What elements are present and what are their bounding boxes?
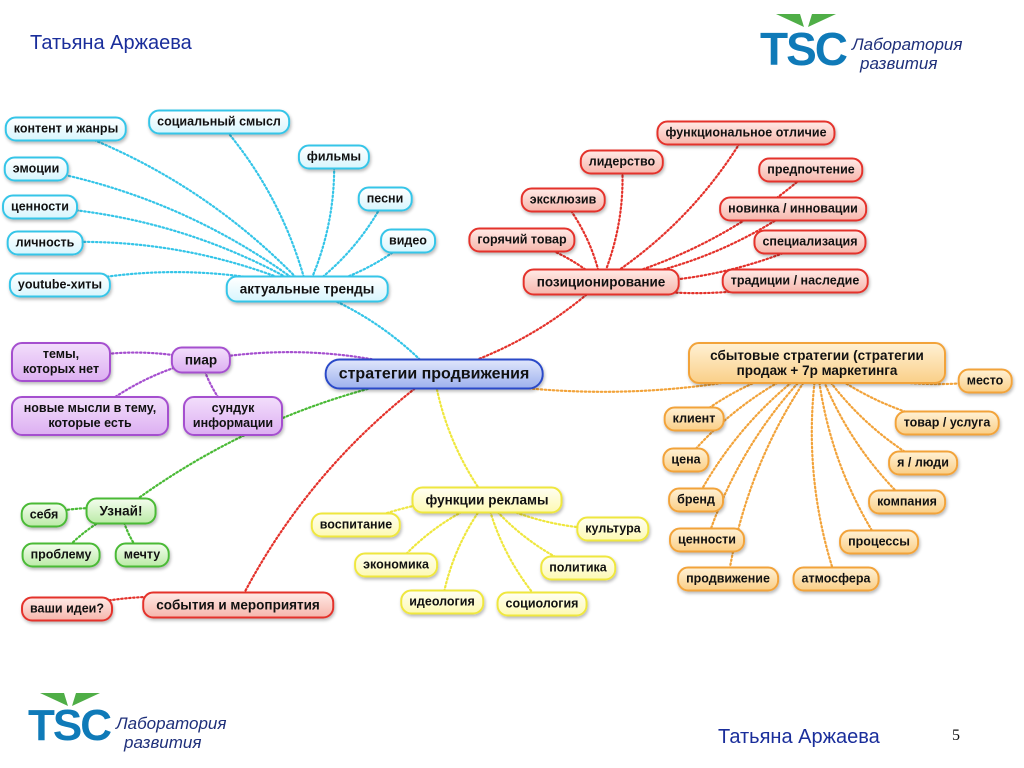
connector-hub-learn [119,372,436,513]
trend-personality: личность [6,230,84,256]
sales-promotion: продвижение [677,566,779,592]
sales-place: место [957,368,1013,394]
learn-problem: проблему [21,542,101,568]
connector-hub-events [236,372,436,607]
ad-politics: политика [540,555,616,581]
connector-hub-advertising-functions [432,372,489,502]
hub-pr: пиар [170,346,232,374]
connector-trend-social-meaning [217,120,309,291]
trend-values: ценности [2,194,78,220]
connector-sales-processes [815,361,881,544]
hub-trends: актуальные тренды [225,275,389,303]
logo-mark: TSC [28,701,112,750]
sales-values: ценности [669,527,745,553]
trend-songs: песни [357,186,413,212]
leaf-icon [40,693,100,706]
connector-ad-sociology [485,498,544,606]
learn-dream: мечту [114,542,170,568]
leaf-icon [776,14,836,27]
pr-new-thoughts: новые мысли в тему, которые есть [11,396,169,436]
pos-hot-product: горячий товар [468,227,576,253]
connector-sales-atmosphere [810,361,838,581]
logo-line2: развития [124,733,202,752]
trend-video: видео [380,228,436,254]
trend-youtube-hits: youtube-хиты [8,272,112,298]
logo-mark: TSC [760,23,848,75]
pos-tradition: традиции / наследие [721,268,869,294]
ad-economy: экономика [354,552,438,578]
trend-content-genres: контент и жанры [4,116,128,142]
connector-ad-ideology [440,498,489,604]
pos-preference: предпочтение [758,157,864,183]
pr-info-chest: сундук информации [183,396,283,436]
sales-processes: процессы [839,529,919,555]
connector-pos-leadership [599,160,624,284]
hub-positioning: позиционирование [522,268,680,296]
learn-yourself: себя [20,502,68,528]
connector-sales-values [705,361,819,542]
pos-specialization: специализация [753,229,867,255]
sales-client: клиент [663,406,725,432]
root-node: стратегии продвижения [324,358,544,390]
footer-author: Татьяна Аржаева [718,726,880,748]
logo-top: TSC Лаборатория развития [760,14,990,78]
hub-advertising-functions: функции рекламы [411,486,563,514]
hub-learn: Узнай! [85,497,157,525]
pos-leadership: лидерство [579,149,665,175]
sales-company: компания [868,489,946,515]
connector-trend-content-genres [64,127,309,291]
pos-exclusive: эксклюзив [520,187,606,213]
sales-brand: бренд [668,487,724,513]
pr-topics-missing: темы, которых нет [11,342,111,382]
logo-line1: Лаборатория [116,714,227,733]
ad-culture: культура [576,516,650,542]
header-author: Татьяна Аржаева [30,32,192,54]
ad-upbringing: воспитание [310,512,402,538]
hub-events: события и мероприятия [142,591,334,619]
ad-ideology: идеология [400,589,484,615]
pos-functional-difference: функциональное отличие [656,120,836,146]
connector-pos-preference [599,168,813,284]
sales-atmosphere: атмосфера [792,566,880,592]
connector-trend-emotions [34,167,309,291]
ad-sociology: социология [496,591,588,617]
logo-bottom: TSC Лаборатория развития [28,693,258,757]
connector-pos-functional-difference [599,131,748,284]
pos-novelty: новинка / инновации [719,196,867,222]
events-your-ideas: ваши идеи? [21,596,113,622]
trend-films: фильмы [297,144,371,170]
hub-sales-strategies: сбытовые стратегии (стратегии продаж + 7… [688,342,946,384]
connector-trend-films [305,155,336,291]
trend-emotions: эмоции [3,156,69,182]
trend-social-meaning: социальный смысл [148,109,290,135]
page-number: 5 [952,727,960,744]
sales-people: я / люди [888,450,958,476]
sales-price: цена [662,447,710,473]
logo-line2: развития [860,54,938,73]
sales-product-service: товар / услуга [894,410,1000,436]
logo-line1: Лаборатория [852,35,963,54]
